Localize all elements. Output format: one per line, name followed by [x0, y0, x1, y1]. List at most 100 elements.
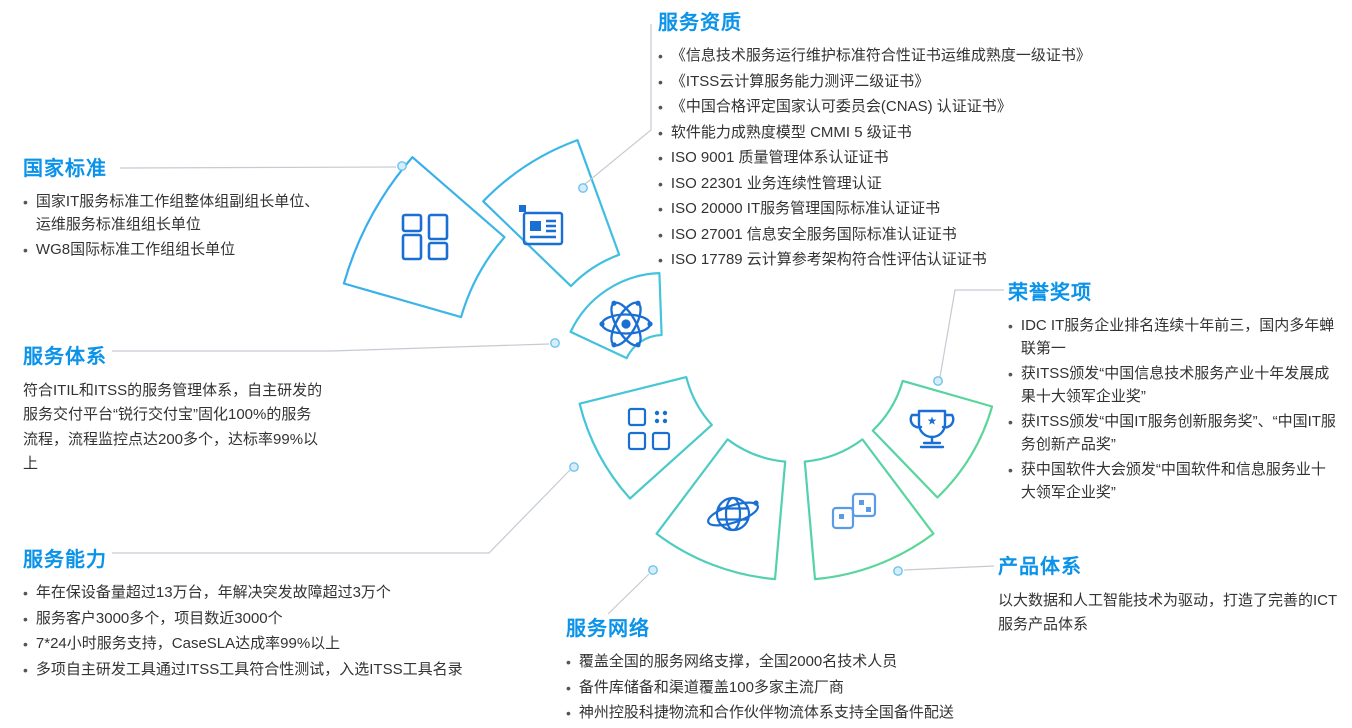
list-item-text: ISO 22301 业务连续性管理认证: [670, 174, 882, 192]
bullet: •: [23, 242, 28, 258]
blocks-icon: [401, 213, 449, 261]
bullet: •: [566, 654, 571, 670]
bullet: •: [1008, 318, 1013, 334]
list-item-text: 多项自主研发工具通过ITSS工具符合性测试，入选ITSS工具名录: [35, 660, 463, 678]
list-item-text: 获中国软件大会颁发“中国软件和信息服务业十大领军企业奖”: [1020, 461, 1326, 501]
leader-line: [607, 573, 650, 615]
section-products: 产品体系 以大数据和人工智能技术为驱动，打造了完善的ICT服务产品体系: [998, 550, 1340, 638]
section-national-standards: 国家标准 • 国家IT服务标准工作组整体组副组长单位、运维服务标准组组长单位 • W…: [23, 152, 325, 265]
section-service-system: 服务体系 符合ITIL和ITSS的服务管理体系，自主研发的服务交付平台“锐行交付…: [23, 340, 323, 476]
bullet: •: [23, 636, 28, 652]
list-item: • WG8国际标准工作组组长单位: [23, 239, 325, 262]
list-item: • ISO 27001 信息安全服务国际标准认证证书: [658, 224, 1136, 247]
list-item: •获ITSS颁发“中国信息技术服务产业十年发展成果十大领军企业奖”: [1008, 363, 1340, 408]
bullet: •: [1008, 366, 1013, 382]
leader-dot: [397, 161, 407, 171]
list-item-text: WG8国际标准工作组组长单位: [35, 241, 236, 258]
leader-dot: [550, 338, 560, 348]
list-item-text: ISO 20000 IT服务管理国际标准认证证书: [670, 200, 941, 217]
leader-line: [112, 469, 571, 554]
section-title: 服务体系: [23, 346, 107, 368]
leader-dot: [569, 462, 579, 472]
list-item-text: 备件库储备和渠道覆盖100多家主流厂商: [578, 678, 844, 696]
section-title: 服务网络: [566, 618, 650, 640]
list-item-text: ISO 27001 信息安全服务国际标准认证证书: [670, 225, 957, 243]
list-item-text: IDC IT服务企业排名连续十年前三，国内多年蝉联第一: [1020, 317, 1335, 357]
leader-dot: [648, 565, 658, 575]
bullet: •: [658, 124, 663, 141]
dice-icon: [831, 492, 877, 530]
list-item-text: 国家IT服务标准工作组整体组副组长单位、运维服务标准组组长单位: [35, 193, 320, 233]
list-item: •神州控股科捷物流和合作伙伴物流体系支持全国备件配送: [566, 702, 1006, 725]
list-item: •ISO 20000 IT服务管理国际标准认证证书: [658, 198, 1136, 221]
list-item: • ISO 22301 业务连续性管理认证: [658, 173, 1136, 196]
section-network: 服务网络 • 覆盖全国的服务网络支撑，全国2000名技术人员 • 备件库储备和渠道覆…: [566, 612, 1006, 728]
trophy-icon: [909, 409, 955, 449]
leader-line: [119, 166, 397, 169]
section-honors: 荣誉奖项 •IDC IT服务企业排名连续十年前三，国内多年蝉联第一 •获ITSS…: [1008, 276, 1340, 507]
bullet: •: [658, 150, 663, 166]
section-capability: 服务能力 •年在保设备量超过13万台，年解决突发故障超过3万个 •服务客户300…: [23, 543, 523, 684]
list-item: • 年在保设备量超过13万台，年解决突发故障超过3万个: [23, 582, 523, 605]
section-qualifications: 服务资质 •《信息技术服务运行维护标准符合性证书运维成熟度一级证书》 • 《ITS…: [658, 6, 1136, 275]
list-item: • 国家IT服务标准工作组整体组副组长单位、运维服务标准组组长单位: [23, 191, 325, 236]
bullet: •: [658, 252, 663, 268]
bullet: •: [23, 585, 28, 601]
list-item: •服务客户3000多个，项目数近3000个: [23, 608, 523, 631]
list-item-text: ISO 17789 云计算参考架构符合性评估认证证书: [670, 251, 987, 268]
list-item: •获中国软件大会颁发“中国软件和信息服务业十大领军企业奖”: [1008, 459, 1340, 504]
leader-line: [903, 565, 995, 571]
globe-icon: [707, 496, 759, 532]
leader-line: [939, 289, 1004, 378]
list-item: •获ITSS颁发“中国IT服务创新服务奖”、“中国IT服务创新产品奖”: [1008, 411, 1340, 456]
document-icon: [519, 205, 564, 246]
list-item: • 备件库储备和渠道覆盖100多家主流厂商: [566, 677, 1006, 700]
list-item-text: 服务客户3000多个，项目数近3000个: [35, 609, 283, 627]
list-item: • 多项自主研发工具通过ITSS工具符合性测试，入选ITSS工具名录: [23, 659, 523, 682]
leader-dot: [893, 566, 903, 576]
leader-line: [584, 24, 652, 185]
list-item: • 《ITSS云计算服务能力测评二级证书》: [658, 71, 1136, 94]
bullet: •: [658, 48, 663, 64]
item-list: •IDC IT服务企业排名连续十年前三，国内多年蝉联第一 •获ITSS颁发“中国…: [1008, 315, 1340, 504]
list-item-text: 7*24小时服务支持，CaseSLA达成率99%以上: [35, 635, 341, 652]
list-item-text: 年在保设备量超过13万台，年解决突发故障超过3万个: [35, 584, 391, 601]
section-title: 国家标准: [23, 158, 107, 180]
list-item: •《信息技术服务运行维护标准符合性证书运维成熟度一级证书》: [658, 45, 1136, 68]
list-item: • 覆盖全国的服务网络支撑，全国2000名技术人员: [566, 651, 1006, 674]
bullet: •: [23, 661, 28, 678]
list-item: • ISO 17789 云计算参考架构符合性评估认证证书: [658, 249, 1136, 272]
section-body: 符合ITIL和ITSS的服务管理体系，自主研发的服务交付平台“锐行交付宝”固化1…: [23, 382, 323, 472]
list-item: • IDC IT服务企业排名连续十年前三，国内多年蝉联第一: [1008, 315, 1340, 360]
list-item: • 软件能力成熟度模型 CMMI 5 级证书: [658, 122, 1136, 145]
section-title: 产品体系: [998, 556, 1082, 578]
list-item: • 7*24小时服务支持，CaseSLA达成率99%以上: [23, 633, 523, 656]
bullet: •: [566, 679, 571, 696]
list-item-text: 软件能力成熟度模型 CMMI 5 级证书: [670, 123, 912, 141]
list-item-text: ISO 9001 质量管理体系认证证书: [670, 149, 889, 166]
list-item: • ISO 9001 质量管理体系认证证书: [658, 147, 1136, 170]
bullet: •: [658, 226, 663, 243]
item-list: •年在保设备量超过13万台，年解决突发故障超过3万个 •服务客户3000多个，项…: [23, 582, 523, 681]
item-list: • 国家IT服务标准工作组整体组副组长单位、运维服务标准组组长单位 • WG8国际标…: [23, 191, 325, 262]
leader-dot: [578, 183, 588, 193]
leader-line: [112, 343, 550, 352]
list-item-text: 神州控股科捷物流和合作伙伴物流体系支持全国备件配送: [578, 704, 954, 721]
atom-icon: [599, 300, 653, 348]
section-title: 荣誉奖项: [1008, 282, 1092, 304]
bullet: •: [658, 99, 663, 115]
section-title: 服务资质: [658, 12, 742, 34]
bullet: •: [658, 175, 663, 192]
apps-grid-icon: [627, 407, 671, 451]
bullet: •: [23, 194, 28, 210]
list-item-text: 覆盖全国的服务网络支撑，全国2000名技术人员: [578, 653, 898, 670]
section-title: 服务能力: [23, 549, 107, 571]
list-item: • 《中国合格评定国家认可委员会(CNAS) 认证证书》: [658, 96, 1136, 119]
list-item-text: 《中国合格评定国家认可委员会(CNAS) 认证证书》: [670, 98, 1012, 115]
list-item-text: 获ITSS颁发“中国IT服务创新服务奖”、“中国IT服务创新产品奖”: [1020, 413, 1336, 453]
list-item-text: 《ITSS云计算服务能力测评二级证书》: [670, 72, 930, 90]
item-list: •《信息技术服务运行维护标准符合性证书运维成熟度一级证书》 • 《ITSS云计算服…: [658, 45, 1136, 272]
bullet: •: [658, 73, 663, 90]
